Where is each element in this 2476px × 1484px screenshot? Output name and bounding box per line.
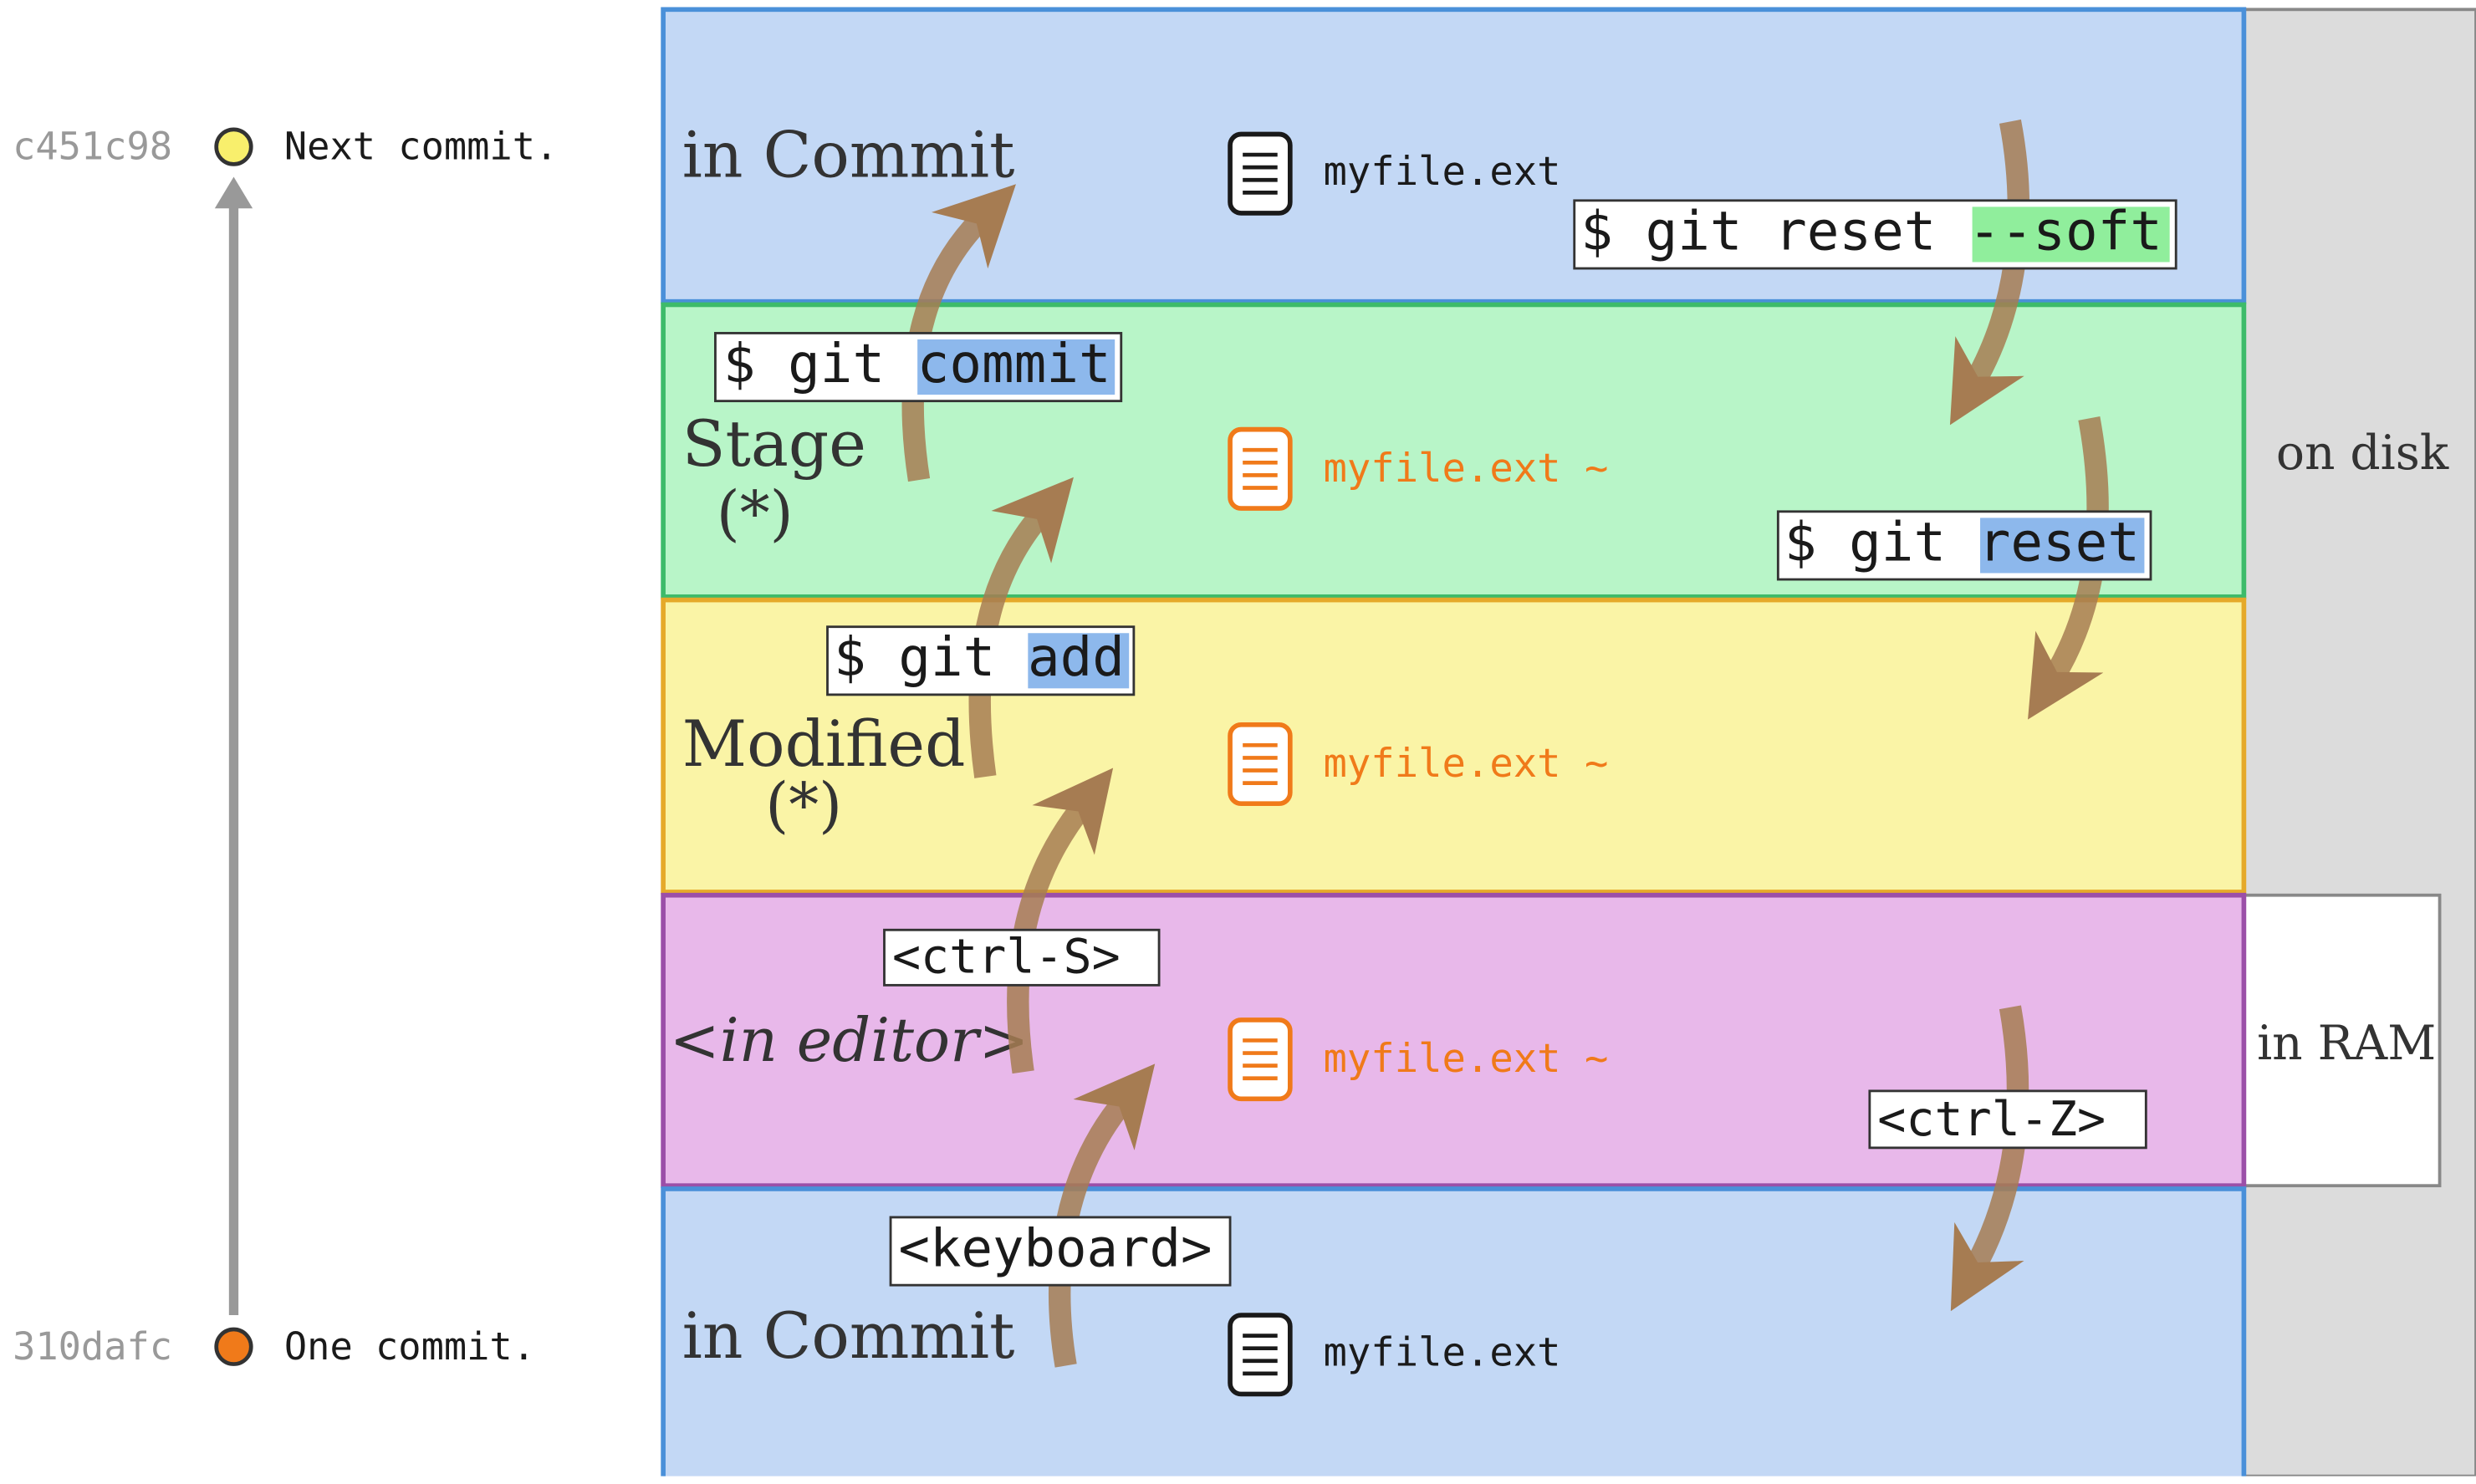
command-keyword: commit [917,333,1111,395]
keyword-highlight [1980,518,2145,574]
commit-hash-one: 310dafc [13,1324,172,1369]
commit-dot-next [214,127,253,166]
file-name-commit-bottom: myfile.ext [1323,1329,1560,1375]
svg-text:$ git add: $ git add [834,626,1125,689]
svg-text:$ git commit: $ git commit [723,333,1111,395]
file-name-stage: myfile.ext ~ [1323,446,1608,492]
keyword-highlight [917,339,1115,395]
file-icon [1230,1315,1290,1394]
file-name-commit-top: myfile.ext [1323,149,1560,195]
command-text: <keyboard> [898,1217,1212,1278]
command-keyboard: <keyboard> [889,1216,1232,1287]
file-icon [1230,1020,1290,1099]
command-reset: $ git reset [1776,510,2152,581]
keyword-highlight [1028,633,1130,689]
arrow-save [1007,767,1114,1074]
band-title-commit-bottom: in Commit [682,1299,1015,1373]
command-box [883,928,1161,987]
file-name-editor: myfile.ext ~ [1323,1036,1608,1082]
command-reset-soft: $ git reset --soft [1573,199,2177,270]
file-icon [1230,135,1290,213]
command-prefix: $ git [1784,511,1978,574]
command-box [889,1216,1232,1287]
command-prefix: $ git [834,626,1028,689]
svg-text:$ git reset --soft: $ git reset --soft [1580,200,2162,263]
command-text: <ctrl-Z> [1877,1092,2106,1147]
ram-label: in RAM [2257,1016,2436,1071]
command-text: <ctrl-S> [892,929,1121,984]
ram-box [2242,893,2442,1188]
command-box [1868,1089,2147,1150]
command-undo: <ctrl-Z> [1868,1089,2147,1150]
keyword-highlight [1972,207,2170,263]
commit-message-one: One commit. [284,1324,535,1369]
file-icon [1230,725,1290,803]
command-keyword: reset [1978,511,2140,574]
band-title-editor: <in editor> [670,1005,1029,1075]
commit-dot-one [214,1327,253,1366]
band-marker-modified: (*) [765,770,842,840]
band-title-modified: Modified [682,707,966,781]
svg-text:$ git reset: $ git reset [1784,511,2140,574]
band-title-commit-top: in Commit [682,119,1015,192]
band-marker-stage: (*) [717,477,794,548]
command-add: $ git add [826,625,1136,696]
command-commit: $ git commit [714,332,1123,403]
file-icon [1230,430,1290,508]
command-prefix: $ git reset [1580,200,1968,263]
command-keyword: add [1028,626,1125,689]
command-save: <ctrl-S> [883,928,1161,987]
file-name-modified: myfile.ext ~ [1323,741,1608,787]
commit-message-next: Next commit. [284,125,558,169]
commit-hash-next: c451c98 [13,125,172,169]
band-title-stage: Stage [682,407,866,481]
disk-label: on disk [2276,426,2449,481]
disk-column [2242,8,2476,1478]
history-arrowhead [214,176,253,209]
command-prefix: $ git [723,333,917,395]
command-keyword: --soft [1968,200,2162,263]
